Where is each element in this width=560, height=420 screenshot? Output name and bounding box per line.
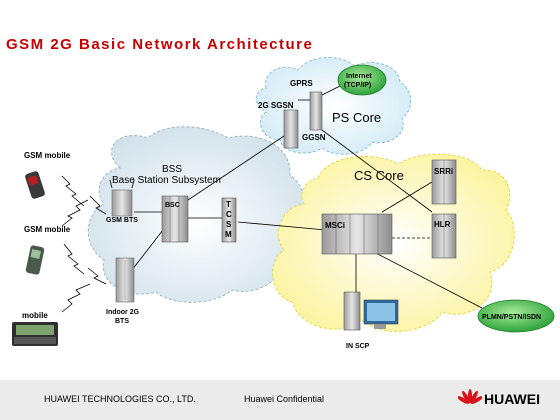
label-sgsn: 2G SGSN: [258, 101, 294, 110]
footer-brand: HUAWEI: [484, 391, 540, 407]
label-tcsm-s: S: [226, 220, 232, 229]
footer-confidential: Huawei Confidential: [244, 394, 325, 404]
tcsm-icon: [221, 197, 237, 243]
communicator-device-icon: [12, 322, 58, 346]
label-bts: GSM BTS: [106, 217, 138, 224]
pstn-node: [477, 299, 555, 333]
indoor-bts-icon: [115, 257, 135, 303]
label-gsm-mobile-2: GSM mobile: [24, 225, 71, 234]
link-bsc-sgsn: [175, 131, 291, 209]
label-indoor-bts-line2: BTS: [115, 318, 129, 325]
srr-icon: [431, 159, 457, 205]
huawei-logo-icon: [458, 389, 482, 404]
label-gsm-mobile-1: GSM mobile: [24, 151, 71, 160]
label-internet-line2: (TCP/IP): [344, 82, 371, 89]
scp-icon: [343, 291, 399, 331]
link-indoor-bsc: [131, 225, 167, 271]
label-internet-line1: Internet: [346, 73, 372, 80]
msc-icon: [321, 213, 393, 255]
page-title: GSM 2G Basic Network Architecture: [6, 36, 314, 53]
ggsn-icon: [309, 91, 323, 131]
sgsn-icon: [283, 109, 299, 149]
link-msc-srr: [381, 181, 433, 213]
label-in-scp: IN SCP: [346, 343, 370, 350]
link-ggsn-hlr: [321, 129, 433, 213]
link-tcsm-msc: [237, 221, 327, 231]
label-ps-core: PS Core: [332, 110, 381, 125]
label-hlr: HLR: [434, 220, 451, 229]
label-indoor-bts-line1: Indoor 2G: [106, 309, 140, 316]
footer: HUAWEI TECHNOLOGIES CO., LTD. Huawei Con…: [0, 380, 560, 420]
label-tcsm-m: M: [225, 230, 232, 239]
label-bss: BSS: [162, 164, 182, 175]
label-srr: SRRi: [434, 167, 453, 176]
radio-waves: [61, 175, 107, 313]
label-tcsm-c: C: [226, 210, 232, 219]
label-msc: MSCi: [325, 221, 345, 230]
label-pstn: PLMN/PSTN/ISDN: [482, 314, 541, 321]
bsc-icon: [161, 195, 189, 243]
label-cs-core: CS Core: [354, 168, 404, 183]
label-gprs: GPRS: [290, 79, 313, 88]
label-bsc: BSC: [165, 202, 180, 209]
mobile-phone-icon: [25, 245, 45, 275]
label-tcsm-t: T: [226, 200, 231, 209]
bts-icon: [109, 179, 135, 217]
label-mobile: mobile: [22, 311, 48, 320]
mobile-phone-icon: [25, 171, 45, 199]
label-bss-subtitle: Base Station Subsystem: [112, 175, 221, 186]
hlr-icon: [431, 213, 457, 259]
label-ggsn: GGSN: [302, 133, 326, 142]
link-msc-pstn: [369, 249, 483, 309]
footer-company: HUAWEI TECHNOLOGIES CO., LTD.: [44, 394, 196, 404]
internet-node: [337, 64, 387, 96]
